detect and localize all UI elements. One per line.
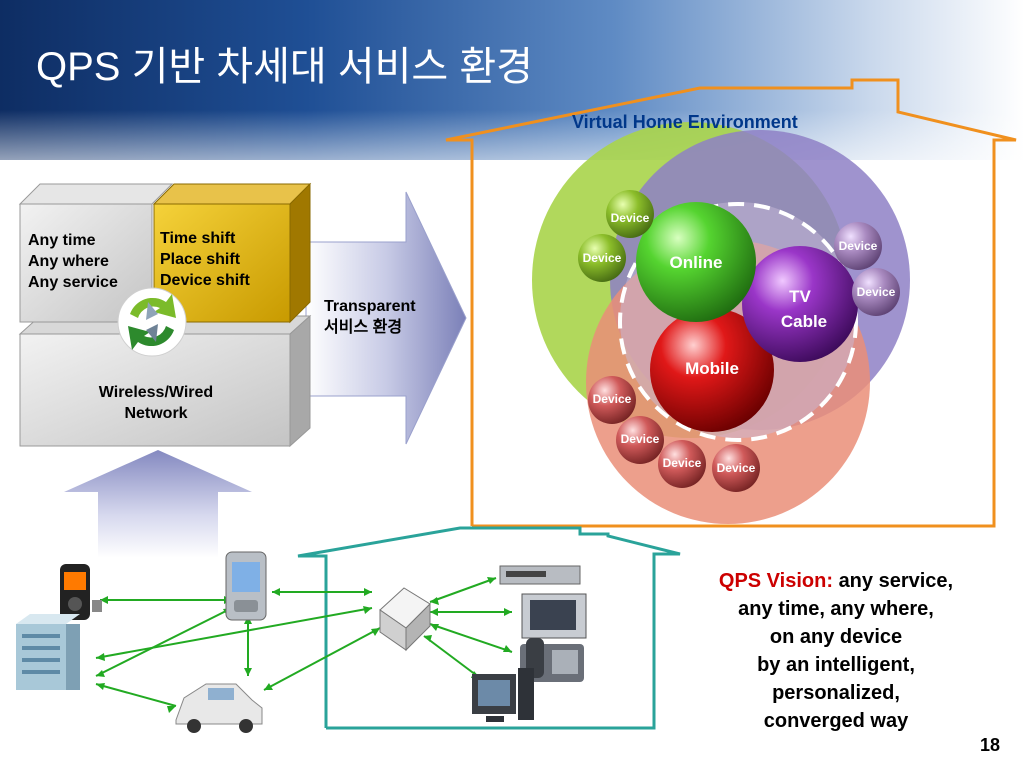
- vision-first-line: QPS Vision: any service,: [676, 567, 996, 595]
- connected-home-outline: [297, 526, 681, 730]
- device-bubble: [606, 190, 654, 238]
- anytime-block-text: Any time Any where Any service: [28, 230, 118, 293]
- anywhere-line: Any where: [28, 253, 109, 270]
- network-line: Wireless/Wired: [98, 384, 214, 401]
- cable-label: Cable: [781, 312, 827, 331]
- transparent-service-text: Transparent 서비스 환경: [324, 296, 416, 338]
- slide-title: QPS 기반 차세대 서비스 환경: [36, 45, 533, 89]
- set-top-box-icon: [499, 565, 581, 585]
- right-arrow: [305, 191, 467, 445]
- vision-line: on any device: [769, 626, 903, 648]
- device-bubble: [852, 268, 900, 316]
- home-gateway-icon: [379, 587, 431, 652]
- device-label: Device: [839, 239, 878, 253]
- tv-cable-sphere: [742, 246, 858, 362]
- shift-block-text: Time shift Place shift Device shift: [160, 228, 250, 291]
- vision-line: any time, any where,: [738, 598, 934, 620]
- time-shift-line: Time shift: [160, 230, 236, 247]
- dashed-ring: [618, 202, 858, 442]
- virtual-home-label: Virtual Home Environment: [572, 112, 798, 132]
- page-number: 18: [979, 735, 1000, 755]
- building-icon: [16, 614, 80, 690]
- telephone-icon: [520, 638, 584, 682]
- vision-first-rest: any service,: [838, 570, 954, 592]
- mobile-sphere: [650, 308, 774, 432]
- device-bubble: [712, 444, 760, 492]
- device-label: Device: [857, 285, 896, 299]
- pda-icon: [225, 551, 267, 621]
- device-label: Device: [717, 461, 756, 475]
- network-block-text: Wireless/Wired Network: [22, 382, 290, 424]
- device-bubbles: [578, 190, 900, 492]
- vision-line: personalized,: [772, 682, 900, 704]
- connection-arrows: [95, 577, 513, 707]
- up-arrow: [64, 450, 252, 558]
- device-label: Device: [663, 456, 702, 470]
- device-shift-line: Device shift: [160, 272, 250, 289]
- network-line: Network: [124, 405, 188, 422]
- online-label: Online: [670, 253, 723, 272]
- qps-vision-text: QPS Vision: any service, any time, any w…: [676, 567, 996, 735]
- desktop-pc-icon: [472, 668, 534, 722]
- device-bubble: [834, 222, 882, 270]
- anyservice-line: Any service: [28, 274, 118, 291]
- vision-label: QPS Vision:: [718, 570, 833, 592]
- mobile-label: Mobile: [685, 359, 739, 378]
- online-sphere: [636, 202, 756, 322]
- place-shift-line: Place shift: [160, 251, 241, 268]
- car-icon: [175, 683, 263, 733]
- tv-icon: [521, 593, 587, 639]
- sync-cycle-icon: [117, 287, 187, 357]
- mp3-phone-icon: [60, 564, 102, 620]
- device-bubble: [588, 376, 636, 424]
- vision-line: by an intelligent,: [757, 654, 915, 676]
- vision-line: converged way: [763, 710, 909, 732]
- tv-label: TV: [789, 287, 811, 306]
- transparent-line: Transparent: [324, 298, 416, 315]
- anytime-line: Any time: [28, 232, 96, 249]
- device-label: Device: [593, 392, 632, 406]
- device-bubble: [578, 234, 626, 282]
- virtual-home-outline: [445, 78, 1017, 528]
- service-env-line: 서비스 환경: [324, 319, 403, 336]
- device-label: Device: [583, 251, 622, 265]
- device-bubble: [658, 440, 706, 488]
- device-label: Device: [611, 211, 650, 225]
- device-label: Device: [621, 432, 660, 446]
- device-bubble: [616, 416, 664, 464]
